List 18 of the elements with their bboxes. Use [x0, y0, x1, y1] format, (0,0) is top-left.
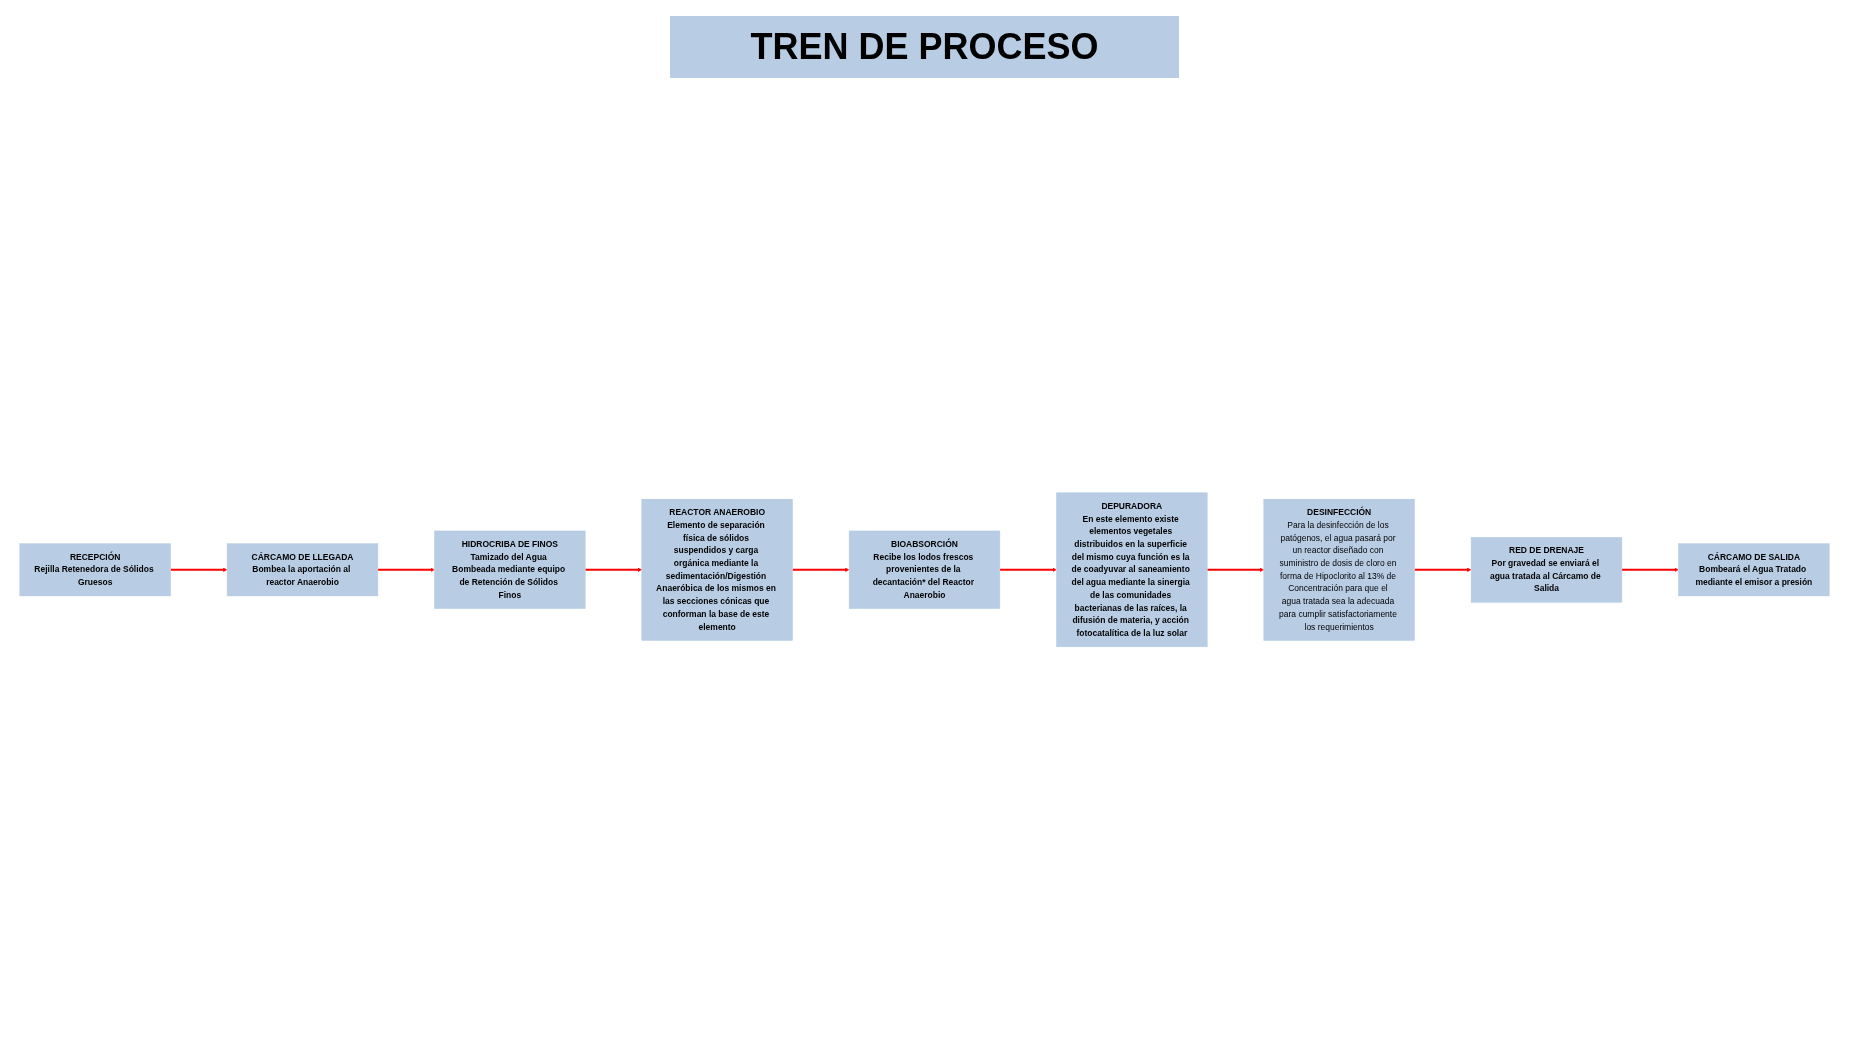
- node-box: RED DE DRENAJE Por gravedad se enviará el agua tratada al Cárcamo de Salida: [1470, 536, 1623, 603]
- node-box: REACTOR ANAEROBIO Elemento de separación física de sólidos suspendidos y carga orgánica mediante la sedimentación/Digestión Anaeróbica de los mismos en las secciones cónicas que conforman la base de este elemento: [641, 498, 793, 641]
- arrow: [998, 567, 1057, 572]
- node-box: BIOABSORCIÓN Recibe los lodos frescos provenientes de la decantación* del Reactor Anaerobio: [848, 530, 1001, 609]
- node-box: DEPURADORA En este elemento existe elementos vegetales distribuidos en la superficie del mismo cuya función es la de coadyuvar al saneamiento del agua mediante la sinergia de las comunidades bacterianas de las raíces, la difusión de materia, y acción fotocatalítica de la luz solar: [1056, 492, 1208, 647]
- diagram-title: TREN DE PROCESO: [670, 16, 1179, 78]
- node-box: CÁRCAMO DE LLEGADA Bombea la aportación al reactor Anaerobio: [226, 543, 379, 596]
- arrow: [169, 567, 228, 572]
- node-box: DESINFECCIÓN Para la desinfección de los patógenos, el agua pasará por un reactor diseñado con suministro de dosis de cloro en forma de Hipoclorito al 13% de Concentración para que el agua tratada sea la adecuada para cumplir satisfactoriamente los requerimientos: [1263, 498, 1415, 641]
- arrow: [584, 567, 642, 572]
- node-box: RECEPCIÓN Rejilla Retenedora de Sólidos Gruesos: [19, 543, 171, 596]
- arrow: [1206, 567, 1264, 572]
- arrow: [791, 567, 850, 572]
- arrow: [376, 567, 435, 572]
- arrow: [1620, 567, 1679, 572]
- node-box: CÁRCAMO DE SALIDA Bombeará el Agua Tratado mediante el emisor a presión: [1678, 543, 1830, 596]
- arrow: [1413, 567, 1472, 572]
- node-box: HIDROCRIBA DE FINOS Tamizado del Agua Bombeada mediante equipo de Retención de Sólidos Finos: [434, 530, 586, 609]
